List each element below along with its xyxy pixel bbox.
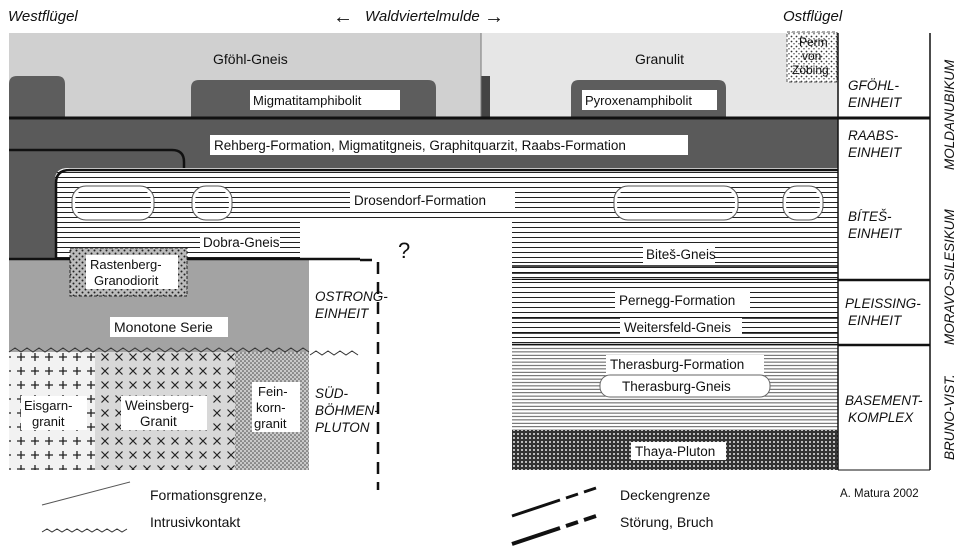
label-moldanubikum: MOLDANUBIKUM [942, 59, 957, 170]
label-ostrong-2: EINHEIT [315, 306, 370, 321]
label-box-pyroxenamphibolit [582, 90, 717, 110]
drosendorf-lens-inner-2 [195, 189, 229, 217]
label-drosendorf: Drosendorf-Formation [354, 193, 486, 208]
migmatitamphibolit-body-left [9, 76, 65, 118]
legend-deckengrenze-symbol [511, 486, 597, 518]
label-therasburg-formation: Therasburg-Formation [610, 357, 744, 372]
label-granulit: Granulit [635, 51, 684, 67]
label-raabs-einheit-1: RAABS- [848, 128, 899, 143]
label-therasburg-gneis: Therasburg-Gneis [622, 379, 731, 394]
label-weitersfeld: Weitersfeld-Gneis [624, 320, 731, 335]
drosendorf-lens-inner-1 [75, 189, 151, 217]
legend-stoerung: Störung, Bruch [620, 514, 713, 530]
header-arrow-left: ← [333, 6, 353, 28]
label-eisgarn-2: granit [32, 414, 65, 429]
drosendorf-lens-inner-3 [617, 189, 735, 217]
header-east: Ostflügel [783, 8, 843, 25]
label-box-dobra [200, 233, 280, 251]
label-bites-einheit-2: EINHEIT [848, 226, 903, 241]
label-moravo-silesikum: MORAVO-SILESIKUM [942, 208, 957, 345]
label-question: ? [398, 238, 410, 263]
label-box-feinkorn [252, 382, 300, 432]
intrusivkontakt-top [8, 347, 310, 353]
header-center: Waldviertelmulde [365, 8, 480, 25]
label-feinkorn-2: korn- [256, 400, 286, 415]
label-eisgarn-1: Eisgarn- [24, 398, 72, 413]
stoerung-dashed-middle [360, 258, 380, 490]
label-box-drosendorf [350, 191, 515, 209]
label-bites-einheit-1: BÍTEŠ- [848, 209, 892, 224]
drosendorf-lens-inner-4 [786, 189, 820, 217]
legend-formationsgrenze-symbol [41, 481, 131, 506]
label-dobra: Dobra-Gneis [203, 235, 280, 250]
header-west: Westflügel [8, 8, 78, 25]
label-box-rastenberg [86, 255, 178, 289]
label-thaya: Thaya-Pluton [635, 444, 715, 459]
label-rastenberg-1: Rastenberg- [90, 257, 162, 272]
perm-zoebing-box [786, 31, 838, 83]
label-feinkorn-3: granit [254, 416, 287, 431]
label-box-rehberg [210, 135, 688, 155]
label-bites-gneis: Biteš-Gneis [646, 247, 716, 262]
label-pyroxenamphibolit: Pyroxenamphibolit [585, 93, 692, 108]
label-box-monotone [110, 317, 228, 337]
label-pleissing-einheit-2: EINHEIT [848, 313, 903, 328]
raabs-lower-flank [9, 150, 184, 258]
label-monotone: Monotone Serie [114, 319, 213, 335]
deckengrenze-drosendorf [54, 168, 838, 258]
label-pernegg: Pernegg-Formation [619, 293, 735, 308]
label-raabs-einheit-2: EINHEIT [848, 145, 903, 160]
legend-intrusivkontakt: Intrusivkontakt [150, 514, 240, 530]
label-perm-1: Perm [799, 35, 828, 49]
label-migmatitamphibolit: Migmatitamphibolit [253, 93, 362, 108]
label-rehberg: Rehberg-Formation, Migmatitgneis, Graphi… [214, 138, 626, 153]
label-pleissing-einheit-1: PLEISSING- [845, 296, 921, 311]
label-sued-3: PLUTON [315, 420, 370, 435]
legend-intrusivkontakt-symbol [41, 528, 128, 533]
label-basement-1: BASEMENT- [845, 393, 923, 408]
raabs-inner-boundary [9, 148, 186, 168]
label-basement-2: KOMPLEX [848, 410, 914, 425]
legend-credit: A. Matura 2002 [840, 488, 919, 500]
intrusivkontakt-middle [309, 350, 359, 356]
therasburg-gneis-lens [599, 374, 771, 398]
label-box-migmatitamphibolit [250, 90, 400, 110]
label-gfoehl-gneis: Gföhl-Gneis [213, 51, 288, 67]
legend-stoerung-symbol [511, 514, 597, 546]
label-box-thaya [631, 442, 726, 460]
label-sued-1: SÜD- [315, 386, 349, 401]
label-weinsberg-2: Granit [140, 414, 177, 429]
label-sued-2: BÖHMEN- [315, 403, 379, 418]
granulit-dark-sliver [481, 76, 490, 118]
label-box-therasburg-formation [606, 355, 764, 373]
label-weinsberg-1: Weinsberg- [125, 398, 194, 413]
legend-formationsgrenze: Formationsgrenze, [150, 487, 267, 503]
header-arrow-right: → [484, 6, 504, 28]
label-perm-3: Zöbing [792, 63, 829, 77]
label-gfoehl-einheit-1: GFÖHL- [848, 78, 900, 93]
label-gfoehl-einheit-2: EINHEIT [848, 95, 903, 110]
label-perm-2: von [802, 49, 821, 63]
label-box-weitersfeld [620, 318, 742, 336]
label-box-eisgarn [21, 396, 87, 430]
label-box-pernegg [615, 291, 750, 309]
legend-deckengrenze: Deckengrenze [620, 487, 710, 503]
label-ostrong-1: OSTRONG- [315, 289, 388, 304]
white-gap-center [300, 222, 512, 280]
label-box-weinsberg [121, 396, 207, 430]
label-bruno-vist: BRUNO-VIST. [942, 374, 957, 460]
label-box-bites-gneis [643, 245, 715, 263]
label-feinkorn-1: Fein- [258, 384, 288, 399]
label-rastenberg-2: Granodiorit [94, 273, 159, 288]
